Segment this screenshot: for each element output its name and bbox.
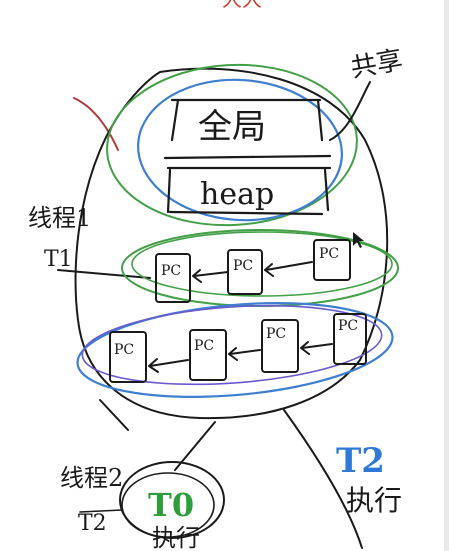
shared-green-ring <box>106 63 358 227</box>
row1-frame-3-label: PC <box>319 246 339 262</box>
cpu-ring <box>119 461 225 539</box>
cursor-icon <box>353 232 364 248</box>
row2-frame-1: PC <box>109 331 147 383</box>
heap-box <box>166 166 332 216</box>
row2-arrows <box>148 341 333 373</box>
row1-frame-2-label: PC <box>233 258 253 274</box>
heap-label: heap <box>200 177 274 212</box>
row2-frame-2: PC <box>189 329 227 381</box>
row1-frame-3: PC <box>313 239 351 281</box>
row2-frame-1-label: PC <box>114 342 134 358</box>
row2-frame-4: PC <box>333 313 367 365</box>
thread2-purple-ring <box>81 304 383 386</box>
row1-frame-2: PC <box>227 249 263 295</box>
t-green-label: T0 <box>148 486 194 524</box>
thread2-down-line <box>99 399 129 431</box>
row2-frame-2-label: PC <box>194 338 214 354</box>
row2-frame-3-label: PC <box>266 326 286 342</box>
thread2-underline <box>79 509 123 513</box>
t2-small-label: T2 <box>78 511 107 536</box>
t2-big-label: T2 <box>336 441 385 481</box>
exec-left-label: 执行 <box>152 524 200 551</box>
t1-label: T1 <box>44 247 73 272</box>
row1-frame-1: PC <box>155 253 191 303</box>
cpu-ring-2 <box>121 472 215 538</box>
top-red-mark: 大大 <box>222 0 262 11</box>
share-connector <box>329 81 371 141</box>
thread2-blue-ring <box>76 302 394 398</box>
share-note: 共享 <box>349 45 405 84</box>
global-box <box>163 98 332 160</box>
thread2-label: 线程2 <box>60 464 123 492</box>
row1-frame-1-label: PC <box>161 263 181 279</box>
right-down-line <box>283 409 363 549</box>
thread1-green-ring-2 <box>131 231 393 297</box>
thread1-label: 线程1 <box>28 204 91 232</box>
row1-arrows <box>192 261 313 283</box>
shared-blue-ring <box>137 78 343 222</box>
row2-frame-4-label: PC <box>338 318 358 334</box>
t1-pointer <box>57 269 151 279</box>
row2-frame-3: PC <box>261 319 299 373</box>
process-outline <box>74 67 389 420</box>
exec-right-label: 执行 <box>346 484 402 517</box>
red-stroke <box>73 97 119 151</box>
global-label: 全局 <box>198 107 266 147</box>
